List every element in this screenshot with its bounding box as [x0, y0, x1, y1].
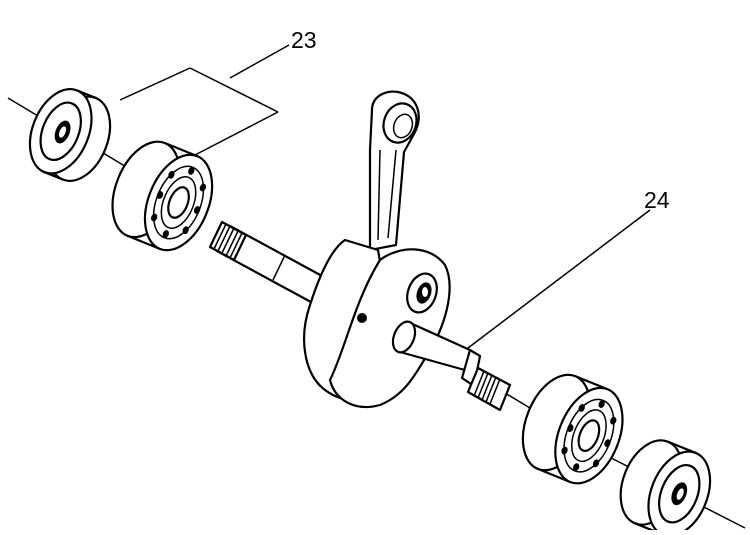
callout-label-24: 24 [644, 187, 670, 213]
right-oil-seal [619, 439, 712, 535]
leader-line-24 [467, 209, 651, 349]
right-crankshaft-journal [391, 320, 512, 412]
right-ball-bearing [521, 373, 624, 485]
crank-web [303, 238, 451, 409]
callout-label-23: 23 [291, 27, 317, 53]
left-oil-seal [28, 88, 112, 182]
left-ball-bearing [111, 140, 214, 252]
leader-lines-23 [119, 44, 290, 156]
connecting-rod [368, 90, 420, 252]
left-crankshaft-journal [208, 220, 337, 310]
